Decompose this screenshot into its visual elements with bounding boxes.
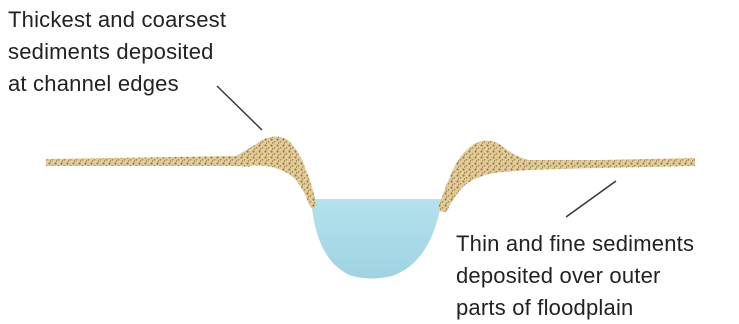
left-floodplain-sediment <box>46 154 250 167</box>
floodplain-deposit-label: Thin and fine sediments deposited over o… <box>456 228 694 324</box>
floodplain-deposit-label-line-3: parts of floodplain <box>456 292 694 324</box>
right-levee-sediment <box>438 140 528 212</box>
levee-deposit-label: Thickest and coarsest sediments deposite… <box>8 4 226 100</box>
levee-deposit-label-line-1: Thickest and coarsest <box>8 4 226 36</box>
left-levee-sediment <box>236 137 316 209</box>
floodplain-deposit-label-line-1: Thin and fine sediments <box>456 228 694 260</box>
right-floodplain-sediment <box>526 158 695 170</box>
levee-deposit-label-line-2: sediments deposited <box>8 36 226 68</box>
floodplain-pointer-line <box>566 181 616 217</box>
river-channel-water <box>311 199 442 279</box>
levee-deposit-label-line-3: at channel edges <box>8 68 226 100</box>
floodplain-deposit-label-line-2: deposited over outer <box>456 260 694 292</box>
